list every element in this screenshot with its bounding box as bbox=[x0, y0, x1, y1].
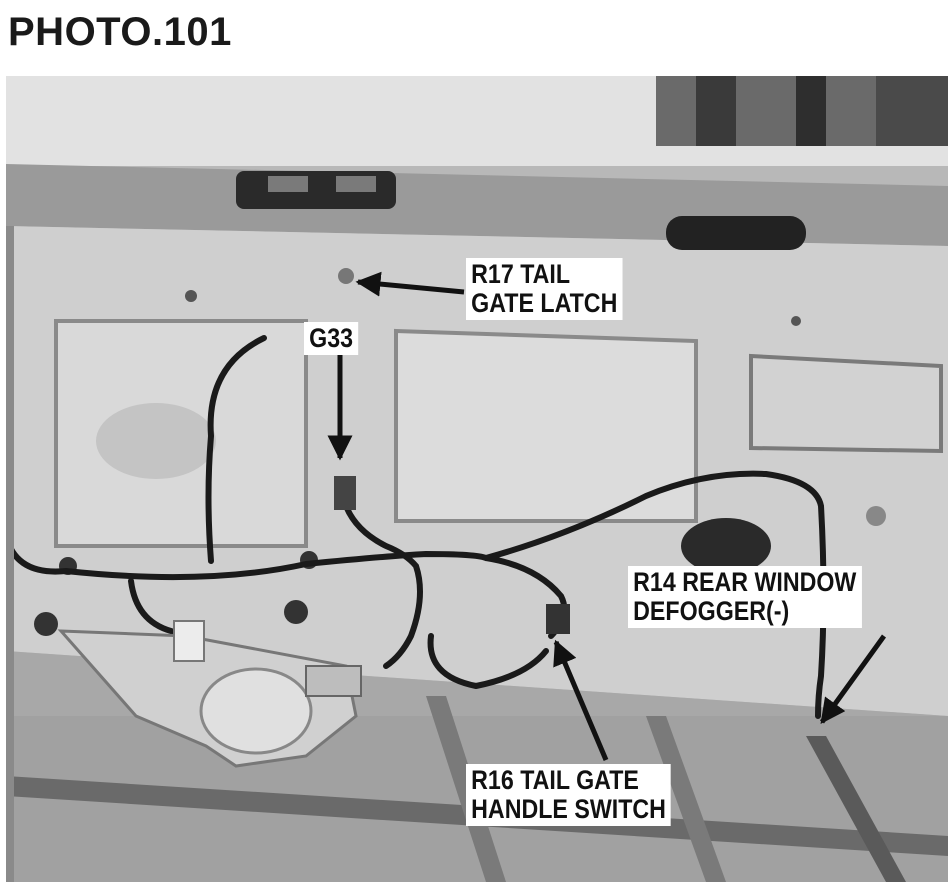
tailgate-inner-panel-photo bbox=[6, 76, 948, 882]
g33-label-line1: G33 bbox=[309, 323, 354, 353]
page-title: PHOTO.101 bbox=[8, 10, 232, 54]
photo-illustration bbox=[6, 76, 948, 882]
r14-label: R14 REAR WINDOW DEFOGGER(-) bbox=[628, 566, 862, 628]
r14-label-line2: DEFOGGER(-) bbox=[633, 596, 790, 626]
r14-label-line1: R14 REAR WINDOW bbox=[633, 567, 857, 597]
g33-label: G33 bbox=[304, 322, 359, 355]
r17-label-line2: GATE LATCH bbox=[471, 288, 618, 318]
r17-label-line1: R17 TAIL bbox=[471, 259, 571, 289]
r17-label: R17 TAIL GATE LATCH bbox=[466, 258, 623, 320]
r16-label: R16 TAIL GATE HANDLE SWITCH bbox=[466, 764, 672, 826]
r16-label-line1: R16 TAIL GATE bbox=[471, 765, 639, 795]
r16-label-line2: HANDLE SWITCH bbox=[471, 794, 666, 824]
